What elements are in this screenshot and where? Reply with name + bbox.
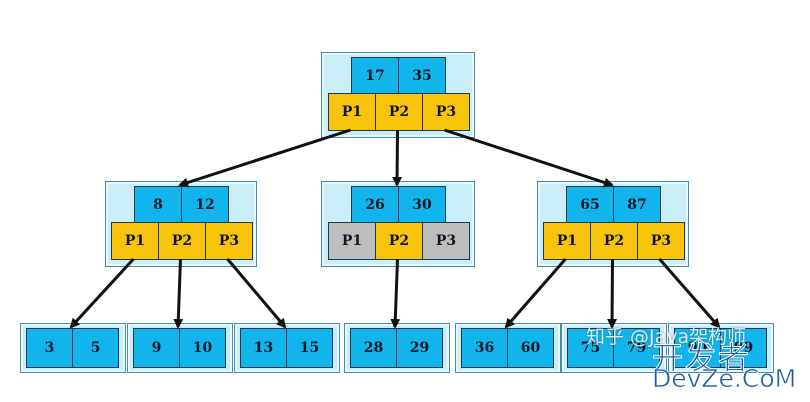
pointer-cell-p3: P3 — [205, 222, 253, 260]
key-cell: 13 — [240, 328, 287, 368]
key-cell: 90 — [674, 328, 721, 368]
watermark-zhihu: 知乎 @Java架构师 — [586, 326, 747, 348]
key-cell: 60 — [507, 328, 554, 368]
key-cell: 8 — [134, 186, 182, 223]
pointer-cell-p3: P3 — [422, 93, 470, 131]
edge-arrow — [178, 128, 351, 188]
edge-arrow — [390, 258, 401, 329]
key-cell: 75 — [567, 328, 614, 368]
key-cell: 5 — [72, 328, 119, 368]
edge-arrow — [607, 258, 618, 329]
key-cell: 12 — [181, 186, 229, 223]
watermark-brand: 开发者 — [652, 341, 751, 378]
pointer-cell-p1: P1 — [328, 222, 376, 260]
pointer-cell-p1: P1 — [543, 222, 591, 260]
key-cell: 15 — [286, 328, 333, 368]
key-cell: 99 — [720, 328, 767, 368]
pointer-cell-p2: P2 — [590, 222, 638, 260]
pointer-cell-p1: P1 — [328, 93, 376, 131]
pointer-cell-p3: P3 — [422, 222, 470, 260]
key-cell: 3 — [26, 328, 73, 368]
key-cell: 26 — [351, 186, 399, 223]
key-cell: 35 — [398, 57, 446, 94]
key-cell: 28 — [350, 328, 397, 368]
key-cell: 17 — [351, 57, 399, 94]
edge-arrow — [69, 257, 135, 329]
edge-arrow — [173, 258, 184, 329]
pointer-cell-p2: P2 — [375, 222, 423, 260]
key-cell: 30 — [398, 186, 446, 223]
pointer-cell-p1: P1 — [111, 222, 159, 260]
edge-arrow — [392, 129, 403, 187]
key-cell: 79 — [613, 328, 660, 368]
edge-arrow — [658, 258, 721, 329]
key-cell: 29 — [396, 328, 443, 368]
key-cell: 9 — [133, 328, 180, 368]
pointer-cell-p2: P2 — [158, 222, 206, 260]
watermark-site: DevZe.CoM — [652, 364, 797, 394]
edge-arrow — [504, 258, 567, 329]
edge-arrow — [444, 128, 614, 188]
pointer-cell-p2: P2 — [375, 93, 423, 131]
edge-arrow — [226, 258, 287, 329]
key-cell: 10 — [179, 328, 226, 368]
